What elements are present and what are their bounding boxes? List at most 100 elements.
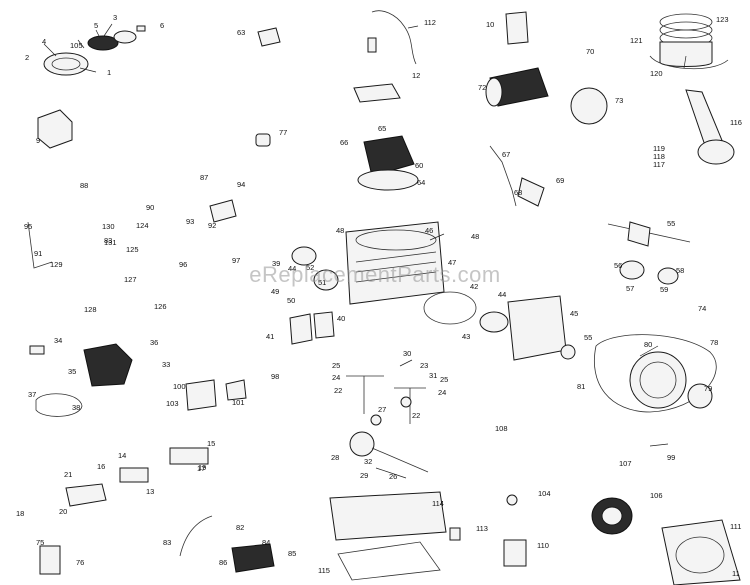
- air-cleaner-base: [113, 30, 137, 44]
- gasket-114: [329, 491, 447, 541]
- callout-91: 91: [34, 249, 42, 258]
- gasket-43: [423, 291, 477, 325]
- callout-39: 39: [272, 259, 280, 268]
- callout-42: 42: [470, 282, 478, 291]
- solenoid-110: [503, 539, 527, 567]
- callout-63: 63: [237, 28, 245, 37]
- breather-41: [313, 311, 335, 339]
- shroud-part-74: [570, 87, 608, 125]
- bearing-plate-46: [507, 295, 567, 361]
- bracket-64: [257, 27, 281, 47]
- callout-49: 49: [271, 287, 279, 296]
- callout-75: 75: [36, 538, 44, 547]
- gear-57: [619, 260, 645, 280]
- callout-87: 87: [200, 173, 208, 182]
- callout-58: 58: [676, 266, 684, 275]
- callout-24: 24: [332, 373, 340, 382]
- leader-line: [639, 345, 659, 357]
- callout-20: 20: [59, 507, 67, 516]
- cylinder-head-fins: [363, 135, 415, 177]
- stator-core: [601, 506, 623, 526]
- breather-77: [255, 133, 271, 147]
- callout-68: 68: [514, 188, 522, 197]
- valve-intake: [346, 375, 384, 414]
- callout-116: 116: [730, 118, 742, 127]
- bracket-101: [225, 379, 247, 401]
- bracket-12: [353, 83, 401, 103]
- fuel-pump-84: [231, 543, 275, 573]
- fitting-34: [29, 345, 45, 355]
- callout-126: 126: [154, 302, 167, 311]
- fuel-line-82: [179, 515, 213, 557]
- callout-25: 25: [332, 361, 340, 370]
- callout-107: 107: [619, 459, 632, 468]
- plug-113: [449, 527, 461, 541]
- bracket-10: [505, 11, 529, 45]
- callout-103: 103: [166, 399, 179, 408]
- leader-line: [43, 43, 57, 57]
- callout-67: 67: [502, 150, 510, 159]
- callout-117: 117: [653, 160, 665, 169]
- callout-35: 35: [68, 367, 76, 376]
- callout-69: 69: [556, 176, 564, 185]
- governor-link-95: [27, 221, 53, 269]
- air-cleaner-rim: [51, 57, 81, 71]
- callout-88: 88: [80, 181, 88, 190]
- callout-4: 4: [42, 37, 46, 46]
- callout-40: 40: [337, 314, 345, 323]
- callout-29: 29: [360, 471, 368, 480]
- air-filter-element: [87, 35, 119, 51]
- callout-90: 90: [146, 203, 154, 212]
- callout-12: 12: [412, 71, 420, 80]
- callout-45: 45: [570, 309, 578, 318]
- callout-84: 84: [262, 538, 270, 547]
- callout-55: 55: [667, 219, 675, 228]
- callout-57: 57: [626, 284, 634, 293]
- lever-93: [209, 199, 237, 223]
- housing-opening: [675, 536, 725, 574]
- callout-23: 23: [420, 361, 428, 370]
- callout-34: 34: [54, 336, 62, 345]
- callout-48: 48: [336, 226, 344, 235]
- callout-30: 30: [403, 349, 411, 358]
- callout-81: 81: [577, 382, 585, 391]
- callout-48: 48: [471, 232, 479, 241]
- screen-79: [687, 383, 713, 409]
- gasket-14: [169, 447, 209, 465]
- callout-47: 47: [448, 258, 456, 267]
- callout-43: 43: [462, 332, 470, 341]
- air-cleaner-gasket: [136, 25, 146, 32]
- callout-95: 95: [24, 222, 32, 231]
- seal-40: [291, 246, 317, 266]
- spark-plug: [367, 37, 377, 53]
- callout-66: 66: [340, 138, 348, 147]
- rod-cap: [697, 139, 735, 165]
- fill-tube-69: [517, 177, 545, 207]
- callout-10: 10: [486, 20, 494, 29]
- callout-79: 79: [704, 384, 712, 393]
- callout-28: 28: [331, 453, 339, 462]
- callout-105: 105: [70, 41, 83, 50]
- callout-24: 24: [438, 388, 446, 397]
- callout-127: 127: [124, 275, 137, 284]
- callout-118: 118: [653, 152, 665, 161]
- callout-50: 50: [287, 296, 295, 305]
- bracket-9: [37, 109, 73, 149]
- callout-38: 38: [72, 403, 80, 412]
- watermark: eReplacementParts.com: [249, 262, 501, 287]
- callout-93: 93: [186, 217, 194, 226]
- carburetor: [83, 343, 133, 387]
- callout-16: 16: [97, 462, 105, 471]
- callout-111: 111: [730, 522, 741, 531]
- callout-83: 83: [163, 538, 171, 547]
- callout-33: 33: [162, 360, 170, 369]
- callout-9: 9: [36, 136, 40, 145]
- leader-line: [79, 67, 97, 73]
- callout-113: 113: [476, 524, 488, 533]
- callout-128: 128: [84, 305, 97, 314]
- callout-121: 121: [630, 36, 643, 45]
- fuel-pump-75: [39, 545, 61, 575]
